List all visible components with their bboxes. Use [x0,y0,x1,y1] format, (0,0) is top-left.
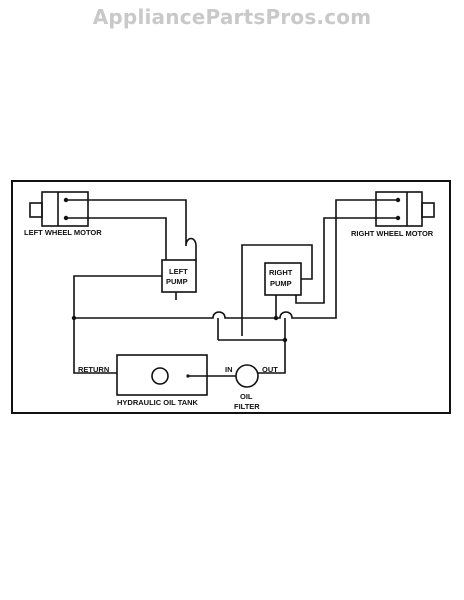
label-left-pump-line2: PUMP [166,277,188,286]
hydraulic-lines [66,199,398,377]
right-wheel-motor [375,191,435,227]
label-right-wheel-motor: RIGHT WHEEL MOTOR [351,229,434,238]
label-hydraulic-oil-tank: HYDRAULIC OIL TANK [117,398,199,407]
label-return: RETURN [78,365,109,374]
label-oil-filter-line2: FILTER [234,402,260,411]
left-wheel-motor [29,191,89,227]
diagram-frame [11,180,451,414]
label-right-pump-line2: PUMP [270,279,292,288]
hydraulic-oil-tank [116,354,208,396]
label-left-pump-line1: LEFT [169,267,188,276]
label-in: IN [225,365,233,374]
label-left-wheel-motor: LEFT WHEEL MOTOR [24,228,102,237]
label-right-pump-line1: RIGHT [269,268,293,277]
oil-filter [235,364,259,388]
watermark-text: AppliancePartsPros.com [92,5,372,29]
label-out: OUT [262,365,278,374]
label-oil-filter-line1: OIL [240,392,253,401]
left-pump [161,259,197,293]
